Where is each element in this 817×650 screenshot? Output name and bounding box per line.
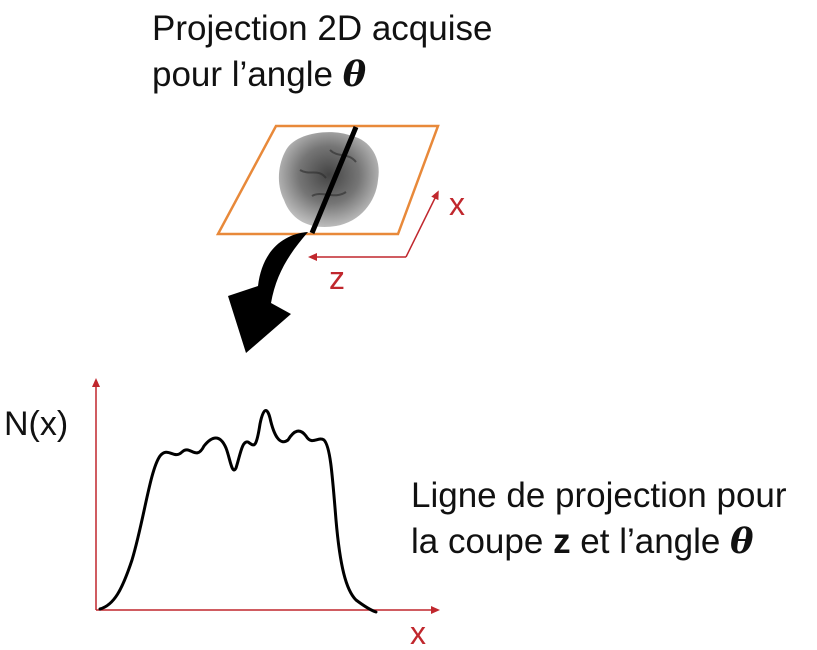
theta-symbol: θ xyxy=(342,54,367,95)
plot-y-label: N(x) xyxy=(4,405,69,443)
bottom-caption-mid: et l’angle xyxy=(570,522,731,561)
projected-object xyxy=(278,132,379,227)
slice-z-symbol: z xyxy=(553,522,571,561)
projection-line xyxy=(309,126,359,234)
top-caption-line2-text: pour l’angle xyxy=(152,55,343,94)
plane-x-label: x xyxy=(449,186,465,222)
theta-symbol-bottom: θ xyxy=(730,521,754,562)
bottom-caption-prefix: la coupe xyxy=(411,522,554,561)
bottom-caption: Ligne de projection pour la coupe z et l… xyxy=(411,473,787,565)
projection-profile-curve xyxy=(98,409,378,614)
top-caption-line1: Projection 2D acquise xyxy=(152,9,493,48)
curved-arrow xyxy=(228,232,308,353)
plane-x-axis xyxy=(405,190,439,258)
bottom-caption-line2: la coupe z et l’angle θ xyxy=(411,519,787,565)
top-caption-line2: pour l’angle θ xyxy=(152,52,492,98)
top-caption: Projection 2D acquise pour l’angle θ xyxy=(152,6,492,98)
plot-x-label: x xyxy=(410,615,426,650)
plane-z-label: z xyxy=(329,260,345,296)
bottom-caption-line1: Ligne de projection pour xyxy=(411,476,787,515)
